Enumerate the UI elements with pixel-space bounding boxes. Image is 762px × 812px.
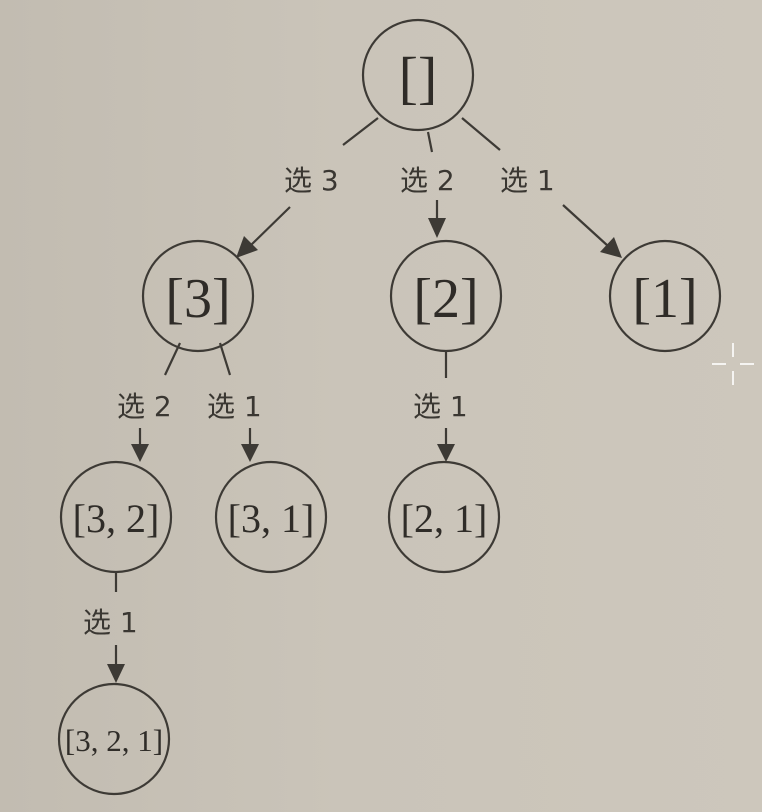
edge-label-root-to-2: 选 2 [400,164,455,197]
arrowhead [131,444,149,462]
arrowhead [437,444,455,462]
node-1: [1] [608,239,722,353]
edge-line [218,342,232,376]
edge-label-2-to-21: 选 1 [413,390,468,423]
node-2-1-label: [2, 1] [401,496,488,541]
arrowhead [241,444,259,462]
node-2-label: [2] [413,268,478,330]
node-1-label: [1] [632,268,697,330]
edge-label-3-to-31: 选 1 [207,390,262,423]
edge-line [249,206,291,247]
crosshair-move-cursor-icon [712,343,754,385]
arrowhead [428,218,446,238]
edge-line [342,117,379,146]
node-3-label: [3] [165,268,230,330]
arrowhead [107,664,125,683]
arrowhead [236,236,258,258]
node-3: [3] [141,239,255,353]
edge-line [164,342,181,376]
edge-line [562,204,609,247]
node-3-2: [3, 2] [59,460,173,574]
edge-label-root-to-3: 选 3 [284,164,339,197]
node-3-1: [3, 1] [214,460,328,574]
edge-label-32-to-321: 选 1 [83,606,138,639]
node-3-2-label: [3, 2] [73,496,160,541]
edge-line [461,117,501,151]
node-2-1: [2, 1] [387,460,501,574]
edge-line [426,131,434,153]
node-3-2-1: [3, 2, 1] [57,682,171,796]
node-2: [2] [389,239,503,353]
arrowhead [600,237,622,258]
node-3-1-label: [3, 1] [228,496,315,541]
edge-label-3-to-32: 选 2 [117,390,172,423]
node-3-2-1-label: [3, 2, 1] [65,723,163,758]
node-root: [] [361,18,475,132]
node-root-label: [] [399,45,438,110]
edge-label-root-to-1: 选 1 [500,164,555,197]
